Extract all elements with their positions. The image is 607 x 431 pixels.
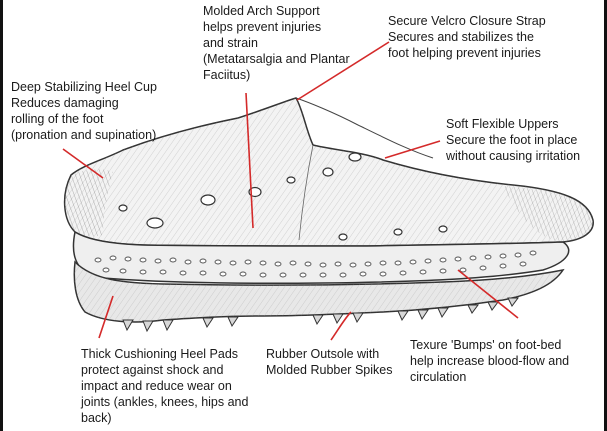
callout-line: rolling of the foot xyxy=(11,111,157,127)
callout-line: Molded Arch Support xyxy=(203,3,350,19)
callout-line: foot helping prevent injuries xyxy=(388,45,546,61)
callout-line: joints (ankles, knees, hips and xyxy=(81,394,248,410)
callout-line: impact and reduce wear on xyxy=(81,378,248,394)
leader-line-uppers xyxy=(385,141,440,158)
callout-line: Secures and stabilizes the xyxy=(388,29,546,45)
callout-arch-support: Molded Arch Support helps prevent injuri… xyxy=(203,3,350,83)
callout-line: and strain xyxy=(203,35,350,51)
callout-line: without causing irritation xyxy=(446,148,580,164)
callout-line: (Metatarsalgia and Plantar xyxy=(203,51,350,67)
callout-line: Molded Rubber Spikes xyxy=(266,362,392,378)
callout-line: helps prevent injuries xyxy=(203,19,350,35)
callout-rubber-outsole: Rubber Outsole with Molded Rubber Spikes xyxy=(266,346,392,378)
callout-line: Deep Stabilizing Heel Cup xyxy=(11,79,157,95)
callout-line: Faciitus) xyxy=(203,67,350,83)
callout-heel-cup: Deep Stabilizing Heel Cup Reduces damagi… xyxy=(11,79,157,143)
callout-line: back) xyxy=(81,410,248,426)
callout-line: Secure the foot in place xyxy=(446,132,580,148)
callout-line: Soft Flexible Uppers xyxy=(446,116,580,132)
callout-line: circulation xyxy=(410,369,569,385)
callout-line: protect against shock and xyxy=(81,362,248,378)
callout-texture-bumps: Texure 'Bumps' on foot-bed help increase… xyxy=(410,337,569,385)
callout-line: Thick Cushioning Heel Pads xyxy=(81,346,248,362)
callout-line: help increase blood-flow and xyxy=(410,353,569,369)
callout-line: Reduces damaging xyxy=(11,95,157,111)
callout-line: Secure Velcro Closure Strap xyxy=(388,13,546,29)
callout-line: Rubber Outsole with xyxy=(266,346,392,362)
callout-flexible-uppers: Soft Flexible Uppers Secure the foot in … xyxy=(446,116,580,164)
callout-velcro-strap: Secure Velcro Closure Strap Secures and … xyxy=(388,13,546,61)
callout-line: Texure 'Bumps' on foot-bed xyxy=(410,337,569,353)
callout-line: (pronation and supination) xyxy=(11,127,157,143)
callout-heel-pads: Thick Cushioning Heel Pads protect again… xyxy=(81,346,248,426)
